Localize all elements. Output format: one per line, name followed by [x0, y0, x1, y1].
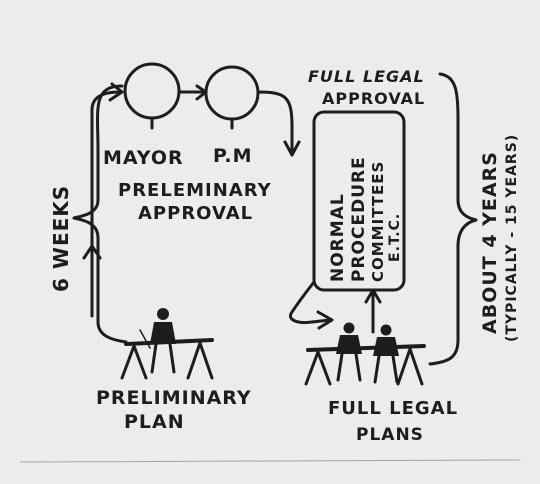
full-legal-plans-drafting-table: [304, 322, 426, 386]
arrow-into-committees: [283, 140, 301, 157]
full-legal-plans-label-line1: FULL LEGAL: [328, 398, 458, 419]
preliminary-approval-label-line2: APPROVAL: [138, 203, 253, 224]
full-legal-plans-label-line2: PLANS: [356, 425, 424, 445]
flow-committees-to-plans: [289, 280, 332, 324]
preliminary-plan-drafting-table: [120, 308, 214, 380]
normal-procedure-label-line2: PROCEDURE: [349, 156, 369, 282]
six-weeks-label: 6 WEEKS: [49, 185, 73, 292]
normal-procedure-label-line1: NORMAL: [328, 193, 348, 282]
normal-procedure-label-line3: COMMITTEES: [369, 161, 387, 282]
arrow-into-mayor: [108, 82, 124, 102]
flow-pm-to-committees: [256, 90, 294, 152]
preliminary-plan-label-line1: PRELIMINARY: [96, 387, 252, 409]
four-years-brace: [428, 72, 478, 366]
preliminary-plan-label-line2: PLAN: [124, 411, 185, 433]
arrow-up-into-committees: [364, 288, 382, 304]
mayor-label: MAYOR: [103, 147, 184, 169]
pm-label: P.M: [213, 145, 253, 167]
normal-procedure-label-line4: E.T.C.: [387, 213, 403, 262]
preliminary-approval-label-line1: PRELEMINARY: [118, 180, 272, 201]
typically-label: (TYPICALLY - 15 YEARS): [504, 134, 520, 342]
arrow-into-plans: [316, 310, 334, 330]
full-legal-approval-label-line1: FULL LEGAL: [308, 67, 425, 86]
page-baseline: [19, 459, 521, 463]
arrow-into-pm: [195, 84, 208, 101]
normal-procedure-box: [312, 110, 406, 292]
mayor-circle: [123, 62, 181, 120]
six-weeks-brace: [72, 84, 128, 344]
full-legal-approval-label-line2: APPROVAL: [322, 89, 425, 108]
pm-circle: [204, 65, 260, 121]
about-four-years-label: ABOUT 4 YEARS: [479, 151, 501, 334]
flow-plan-to-mayor: [90, 90, 122, 318]
arrow-up-to-plan-line: [82, 244, 102, 260]
